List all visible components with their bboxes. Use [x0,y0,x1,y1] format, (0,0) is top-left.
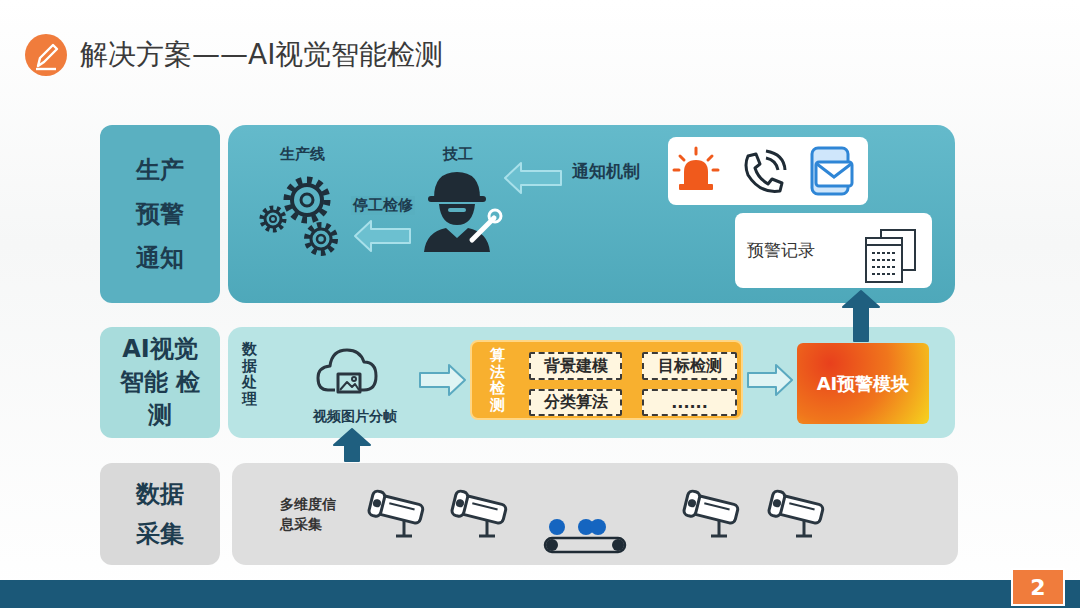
layer-panel: 数据处理视频图片分帧 算法检测 背景建模 目标检测分类算法...... AI预警模块 [228,327,955,438]
node-text: 多维度信 息采集 [280,494,342,534]
process-box: ...... [642,389,737,416]
node-text: 数据处理 [242,341,257,407]
title-icon-part [36,68,56,70]
edge-label-wrap: 停工检修 [351,196,415,215]
process-box: 预警记录 [735,213,932,288]
process-box: 生产线 [255,145,350,263]
page-number-wrap: 2 [1012,569,1064,605]
node-text: 分类算法 [544,392,608,413]
node-text: 通知机制 [572,160,640,183]
row-label-box: AI视觉 智能 检测 [100,327,220,438]
node-text: 目标检测 [658,356,722,377]
node-text: 技工 [443,145,473,164]
process-box: 通知机制 [566,137,868,205]
process-box: 算法检测 背景建模 目标检测分类算法...... [470,340,743,420]
row-label-box: 数据 采集 [100,463,220,565]
node-text: AI视觉 智能 检测 [118,333,202,432]
process-box: AI预警模块 [797,343,929,424]
row-label-box: 生产 预警 通知 [100,125,220,303]
node-text: 算法检测 [490,347,505,413]
node-text: ...... [671,393,707,412]
node-text: AI预警模块 [817,372,910,396]
bottom-bar [0,580,1080,608]
title-wrap: 解决方案——AI视觉智能检测 [80,36,443,74]
node-text: 预警记录 [747,239,815,262]
node-text: 生产 预警 通知 [132,148,188,280]
layer-panel: 多维度信 息采集 [232,463,958,565]
process-box: 目标检测 [642,352,737,380]
process-box: 技工 [415,145,500,257]
process-box: 背景建模 [529,352,622,380]
icon-panel [668,137,868,205]
node-text: 数据 采集 [132,474,188,554]
node-text: 生产线 [280,145,325,164]
page-number-box [1012,569,1064,605]
title-icon-part [38,45,57,66]
process-box: 分类算法 [529,389,622,416]
edge-label: 停工检修 [351,196,415,215]
page-number: 2 [1030,575,1045,600]
title-icon-part [25,34,67,76]
layer-panel: 生产线 技工通知机制预警记录 [228,125,955,303]
slide-title: 解决方案——AI视觉智能检测 [80,36,443,74]
node-text: 视频图片分帧 [313,408,397,426]
node-text: 背景建模 [544,356,608,377]
process-box: 视频图片分帧 [295,340,415,426]
title-icon [25,34,67,76]
